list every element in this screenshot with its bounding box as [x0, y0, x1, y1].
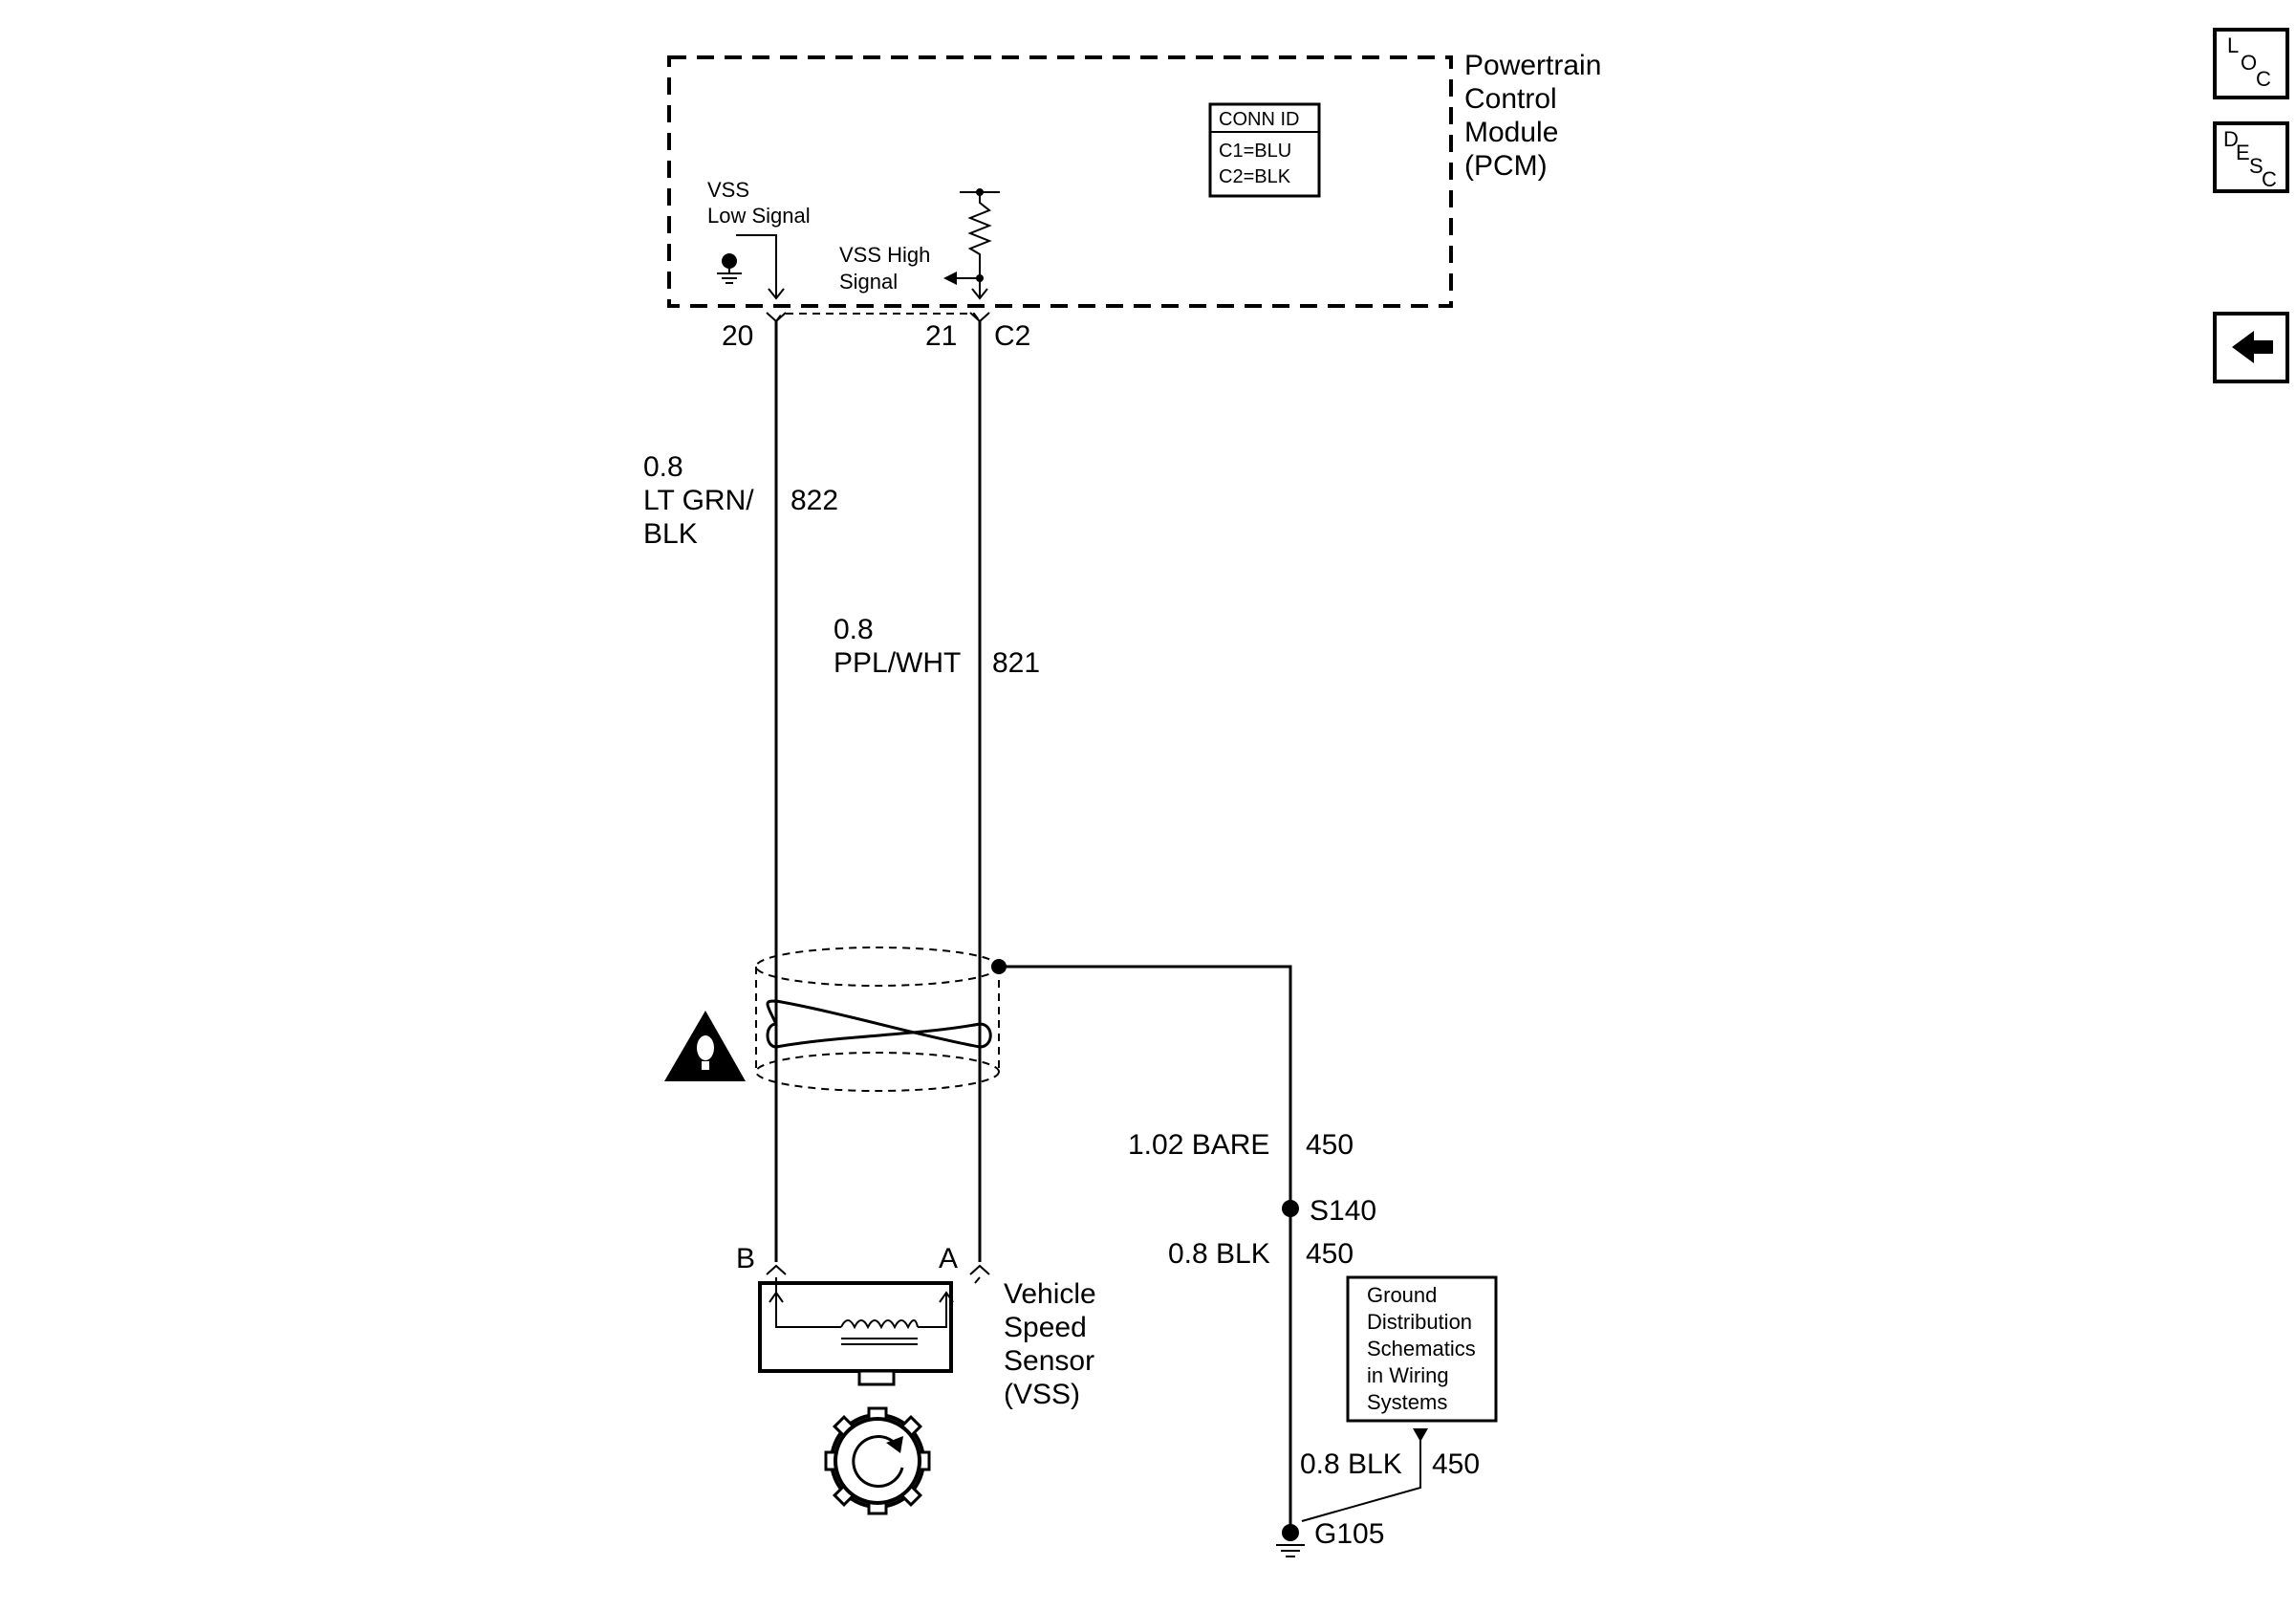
- ground-wire-b-circuit: 450: [1432, 1448, 1480, 1480]
- drain-wire-circuit: 450: [1306, 1129, 1354, 1161]
- splice-s140: S140: [1310, 1195, 1376, 1227]
- vss-high-pin-arrow-icon: [971, 288, 988, 300]
- pcm-connector-body: [775, 313, 981, 322]
- splice-s140-dot: [1282, 1200, 1299, 1217]
- conn-id-header: CONN ID: [1219, 109, 1299, 130]
- sensor-name-line-3: Sensor: [1004, 1345, 1094, 1377]
- pcm-pin-21: 21: [925, 320, 957, 352]
- drain-wire-450: [999, 965, 1292, 1533]
- vss-high-label-1: VSS High: [839, 243, 930, 267]
- ground-g105: G105: [1314, 1518, 1384, 1550]
- pcm-pin-20: 20: [722, 320, 753, 352]
- loc-letter-c: C: [2256, 67, 2271, 91]
- pcm-name-line-3: Module: [1464, 117, 1558, 148]
- sensor-pin-b-chevron-icon: [766, 1264, 787, 1275]
- pcm-connector-c2: C2: [994, 320, 1030, 352]
- loc-letter-o: O: [2241, 51, 2257, 75]
- wire-822-circuit: 822: [791, 485, 838, 516]
- desc-letter-d: D: [2223, 127, 2239, 151]
- vss-low-internal-wire: [736, 234, 777, 298]
- wire-821-circuit: 821: [992, 647, 1040, 679]
- sensor-pin-a: A: [939, 1243, 958, 1274]
- vss-low-label-2: Low Signal: [707, 204, 811, 228]
- sensor-pin-a-chevron-icon: [969, 1264, 990, 1275]
- ground-wire-b-label: 0.8 BLK: [1300, 1448, 1402, 1480]
- sensor-name-line-1: Vehicle: [1004, 1278, 1096, 1310]
- wire-822-color-2: BLK: [643, 518, 698, 550]
- wire-822-color-1: LT GRN/: [643, 485, 754, 516]
- left-arrow-icon: [2232, 331, 2273, 363]
- desc-letter-c: C: [2262, 167, 2277, 191]
- ground-wire-b: [1301, 1428, 1421, 1522]
- ground-g105-icon: [1276, 1524, 1305, 1557]
- conn-id-c1: C1=BLU: [1219, 141, 1291, 162]
- pcm-name-line-2: Control: [1464, 83, 1557, 115]
- conn-id-c2: C2=BLK: [1219, 166, 1291, 187]
- ground-ref-line-5: Systems: [1367, 1390, 1447, 1414]
- wire-821-color: PPL/WHT: [834, 647, 961, 679]
- ground-ref-line-2: Distribution: [1367, 1310, 1472, 1334]
- ground-wire-a-circuit: 450: [1306, 1238, 1354, 1270]
- vehicle-speed-sensor: [758, 1276, 981, 1373]
- pcm-outline: [667, 55, 1453, 308]
- desc-button[interactable]: D E S C: [2213, 121, 2289, 193]
- loc-letter-l: L: [2227, 33, 2239, 57]
- wire-822-gauge: 0.8: [643, 451, 683, 483]
- desc-letter-e: E: [2236, 141, 2250, 164]
- pull-up-resistor-icon: [960, 188, 1000, 298]
- sensor-name-line-2: Speed: [1004, 1312, 1087, 1343]
- sensor-pin-b: B: [736, 1243, 755, 1274]
- desc-letter-s: S: [2249, 154, 2264, 178]
- loc-button[interactable]: L O C: [2213, 28, 2289, 99]
- sensor-name-line-4: (VSS): [1004, 1379, 1080, 1410]
- drain-wire-label: 1.02 BARE: [1128, 1129, 1269, 1161]
- wire-821-gauge: 0.8: [834, 614, 874, 645]
- pcm-name-line-4: (PCM): [1464, 150, 1548, 182]
- vss-low-label-1: VSS: [707, 178, 749, 202]
- pcm-internal-ground-icon: [717, 253, 742, 284]
- vss-high-arrow-icon: [943, 272, 980, 285]
- ground-distribution-reference: Ground Distribution Schematics in Wiring…: [1346, 1275, 1498, 1423]
- caution-icon: [664, 1011, 746, 1081]
- ground-ref-line-4: in Wiring: [1367, 1363, 1449, 1387]
- vss-low-arrow-icon: [768, 288, 785, 300]
- pcm-name-line-1: Powertrain: [1464, 50, 1601, 81]
- ground-wire-a-label: 0.8 BLK: [1168, 1238, 1270, 1270]
- reluctor-wheel-icon: [824, 1369, 931, 1515]
- ground-ref-line-3: Schematics: [1367, 1337, 1476, 1361]
- conn-id-box: CONN ID C1=BLU C2=BLK: [1208, 102, 1321, 198]
- ground-ref-line-1: Ground: [1367, 1283, 1437, 1307]
- vss-high-label-2: Signal: [839, 270, 898, 294]
- back-button[interactable]: [2213, 312, 2289, 383]
- twisted-pair-shield: [755, 947, 1000, 1092]
